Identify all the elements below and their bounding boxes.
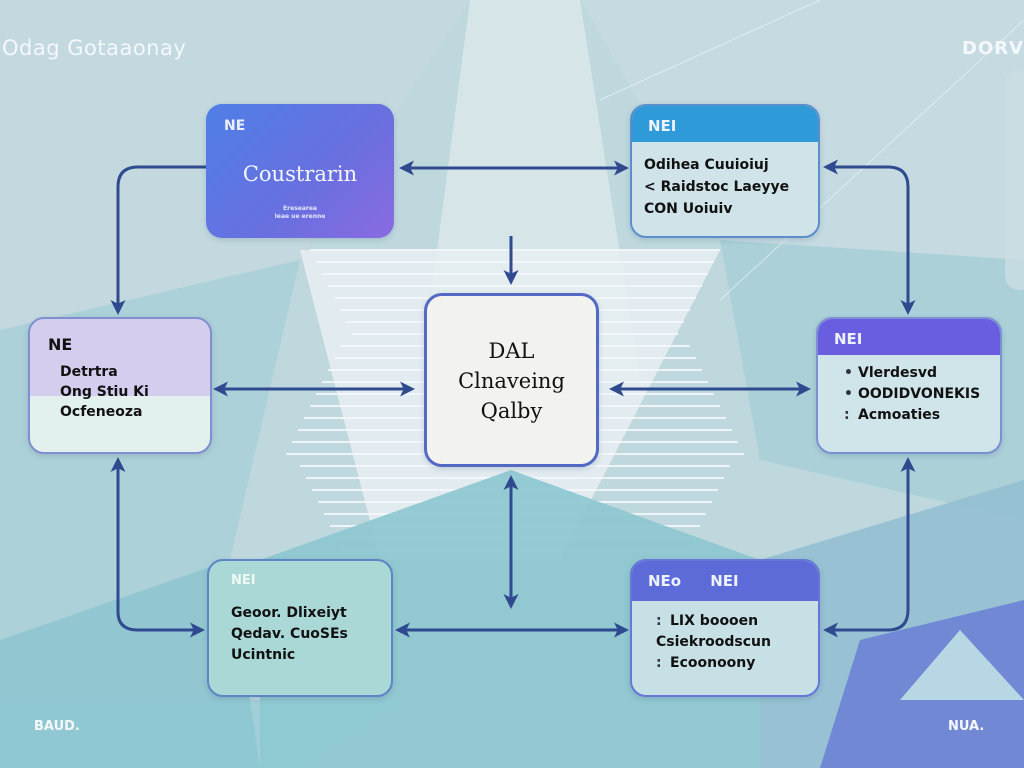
corner-label-bottom-right: NUA. xyxy=(948,719,985,734)
node-line-text: Ecoonoony xyxy=(670,655,756,671)
node-tag: NEI xyxy=(834,330,863,348)
bullet-icon: : xyxy=(656,613,662,629)
node-header: NEI xyxy=(818,319,1000,355)
node-body: Detrtra Ong Stiu Ki Ocfeneoza xyxy=(60,362,149,422)
bullet-icon: • xyxy=(844,386,853,402)
node-body: Odihea Cuuioiuj < Raidstoc Laeyye CON Uo… xyxy=(632,142,818,232)
node-top-left[interactable]: NE Coustrarin Eresearea Ieae ue erenne xyxy=(206,104,394,238)
node-line: Qedav. CuoSEs xyxy=(231,626,348,642)
node-right[interactable]: NEI • Vlerdesvd • OODIDVONEKIS : Acmoaties xyxy=(816,317,1002,454)
node-line: DAL xyxy=(488,339,535,363)
node-left[interactable]: NE Detrtra Ong Stiu Ki Ocfeneoza xyxy=(28,317,212,454)
node-center[interactable]: DAL Clnaveing Qalby xyxy=(424,293,599,467)
node-line-text: LIX boooen xyxy=(670,613,759,629)
node-subtitle-line: Ieae ue erenne xyxy=(274,213,326,220)
node-header: NEo NEI xyxy=(632,561,818,601)
node-line: • OODIDVONEKIS xyxy=(844,384,986,405)
node-line: Ong Stiu Ki xyxy=(60,384,149,400)
node-top-right[interactable]: NEI Odihea Cuuioiuj < Raidstoc Laeyye CO… xyxy=(630,104,820,238)
node-body: DAL Clnaveing Qalby xyxy=(427,336,596,426)
node-line: Ocfeneoza xyxy=(60,404,143,420)
node-bottom-left[interactable]: NEI Geoor. Dlixeiyt Qedav. CuoSEs Ucintn… xyxy=(207,559,393,697)
node-line: CON Uoiuiv xyxy=(644,201,733,217)
corner-title-top-left: Odag Gotaaonay xyxy=(2,36,187,60)
node-line: Geoor. Dlixeiyt xyxy=(231,605,347,621)
node-line: : LIX boooen xyxy=(656,611,804,632)
node-line-text: Csiekroodscun xyxy=(656,634,771,650)
bullet-icon: : xyxy=(656,655,662,671)
node-line: • Vlerdesvd xyxy=(844,363,986,384)
corner-title-top-right: DORV xyxy=(961,38,1024,59)
node-title: Coustrarin xyxy=(242,162,358,186)
node-line: Clnaveing xyxy=(458,369,565,393)
node-line: < Raidstoc Laeyye xyxy=(644,179,790,195)
node-line-text: OODIDVONEKIS xyxy=(858,386,981,402)
node-header: NEI xyxy=(632,106,818,142)
node-body: : LIX boooen Csiekroodscun : Ecoonoony xyxy=(632,601,818,674)
node-bottom-right[interactable]: NEo NEI : LIX boooen Csiekroodscun : Ecoon… xyxy=(630,559,820,697)
node-body: Geoor. Dlixeiyt Qedav. CuoSEs Ucintnic xyxy=(231,603,348,666)
node-tag: NE xyxy=(224,118,246,134)
node-line-text: Acmoaties xyxy=(858,407,941,423)
node-tag: NEI xyxy=(648,117,677,135)
bullet-icon: : xyxy=(844,407,850,423)
node-line-text: Vlerdesvd xyxy=(858,365,938,381)
node-line: : Acmoaties xyxy=(844,405,986,426)
node-tag: NEI xyxy=(231,573,256,588)
corner-label-bottom-left: BAUD. xyxy=(34,719,80,734)
node-tag: NE xyxy=(48,335,73,354)
node-subtitle-line: Eresearea xyxy=(283,205,317,212)
node-line: Detrtra xyxy=(60,364,118,380)
node-tag: NEo xyxy=(648,572,682,590)
node-line: Qalby xyxy=(480,399,543,423)
node-line: : Ecoonoony xyxy=(656,653,804,674)
node-body: • Vlerdesvd • OODIDVONEKIS : Acmoaties xyxy=(818,355,1000,426)
node-tag: NEI xyxy=(710,572,739,590)
node-line: Ucintnic xyxy=(231,647,296,663)
node-line: Csiekroodscun xyxy=(656,632,804,653)
node-line: Odihea Cuuioiuj xyxy=(644,157,769,173)
node-subtitle: Eresearea Ieae ue erenne xyxy=(206,205,394,221)
bullet-icon: • xyxy=(844,365,853,381)
